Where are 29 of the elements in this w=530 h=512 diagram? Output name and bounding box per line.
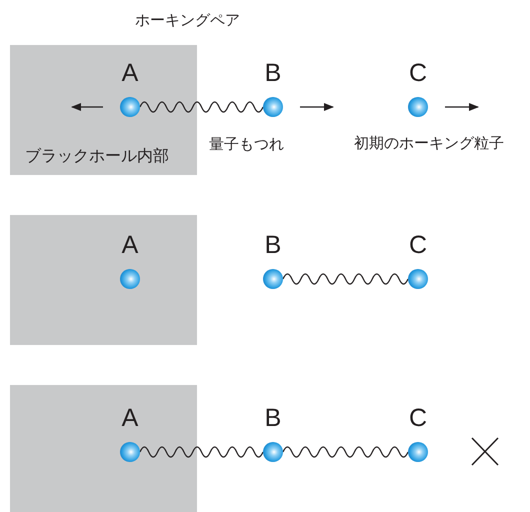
particle	[120, 97, 140, 117]
particle	[408, 442, 428, 462]
particle	[408, 97, 428, 117]
particle-letter: A	[120, 231, 140, 259]
particle	[120, 269, 140, 289]
particle-letter: A	[120, 404, 140, 432]
particle	[263, 97, 283, 117]
region-box	[10, 45, 197, 175]
particle-letter: B	[264, 231, 282, 259]
wavy-line	[282, 446, 409, 458]
particle-letter: A	[120, 59, 140, 87]
particle-letter: C	[408, 59, 428, 87]
pair-heading: ホーキングペア	[135, 11, 240, 29]
wavy-line	[139, 101, 264, 113]
particle-letter: C	[408, 404, 428, 432]
particle-letter: C	[408, 231, 428, 259]
wavy-line	[139, 446, 264, 458]
region-label: ブラックホール内部	[25, 147, 169, 165]
particle	[263, 269, 283, 289]
particle-caption: 初期のホーキング粒子	[354, 134, 504, 152]
panel-background	[10, 385, 197, 512]
particle	[408, 269, 428, 289]
wavy-line	[282, 273, 409, 285]
particle-letter: B	[264, 404, 282, 432]
particle	[263, 442, 283, 462]
edge-label: 量子もつれ	[209, 135, 284, 153]
particle	[120, 442, 140, 462]
particle-letter: B	[264, 59, 282, 87]
panel-background	[10, 215, 197, 345]
